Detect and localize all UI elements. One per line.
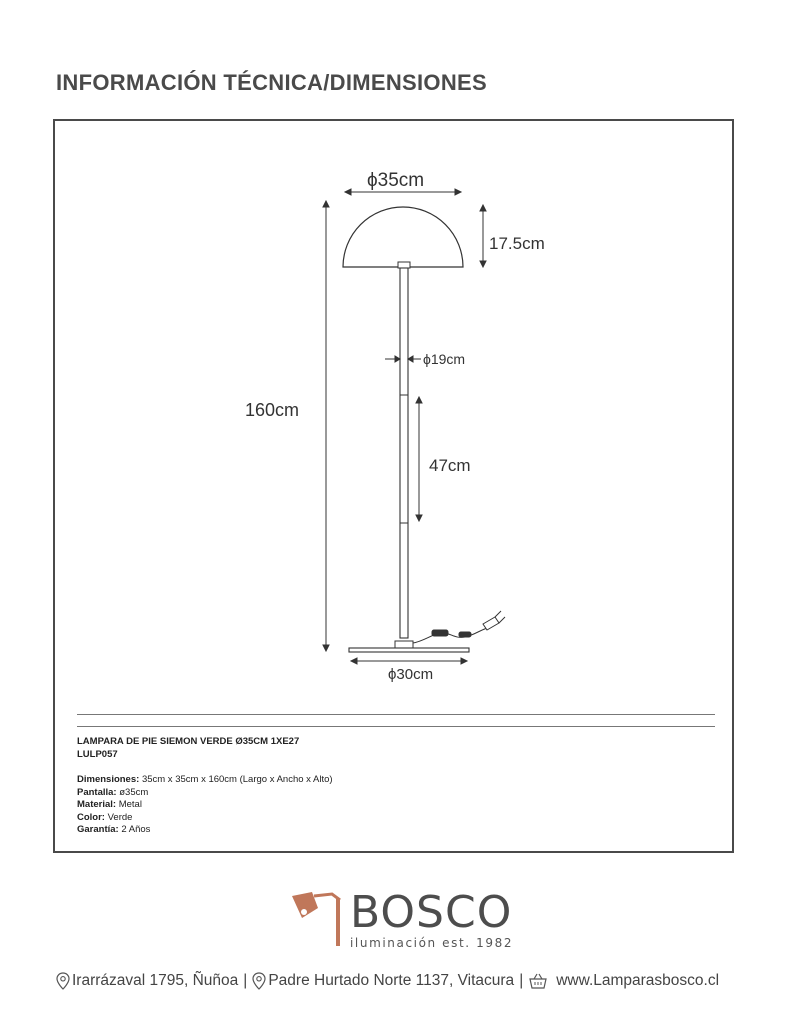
cable-switch <box>431 629 449 637</box>
footer: Irarrázaval 1795, Ñuñoa | Padre Hurtado … <box>56 972 756 990</box>
lamp-pole <box>399 267 409 639</box>
product-spec-block: LAMPARA DE PIE SIEMON VERDE Ø35CM 1XE27 … <box>77 736 333 837</box>
divider-bottom <box>77 726 715 727</box>
page-title: INFORMACIÓN TÉCNICA/DIMENSIONES <box>56 70 487 95</box>
address-nunoa: Irarrázaval 1795, Ñuñoa <box>72 972 239 989</box>
product-name: LAMPARA DE PIE SIEMON VERDE Ø35CM 1XE27 <box>77 736 300 747</box>
address-vitacura: Padre Hurtado Norte 1137, Vitacura <box>268 972 515 989</box>
spec-row-color: Color: Verde <box>77 811 133 823</box>
divider-top <box>77 714 715 715</box>
shopping-basket-icon <box>529 973 547 989</box>
spec-row-pantalla: Pantalla: ø35cm <box>77 786 149 798</box>
brand-tagline: iluminación est. 1982 <box>350 936 514 950</box>
power-cable <box>412 626 492 644</box>
lamp-logo-icon <box>292 892 341 946</box>
footer-separator: | <box>243 972 248 989</box>
brand-logo-block: BOSCO iluminación est. 1982 <box>288 888 518 954</box>
dim-shade-height: 17.5cm <box>489 234 545 253</box>
location-pin-icon <box>56 972 70 990</box>
cable-switch-2 <box>458 631 472 638</box>
product-code: LULP057 <box>77 748 118 760</box>
lamp-shade <box>342 206 464 268</box>
spec-row-garantia: Garantía: 2 Años <box>77 824 151 835</box>
dim-pole-diameter: ϕ19cm <box>423 351 465 367</box>
spec-row-dimensions: Dimensiones: 35cm x 35cm x 160cm (Largo … <box>77 774 333 785</box>
lamp-base <box>348 647 470 653</box>
footer-separator: | <box>519 972 524 989</box>
technical-drawing-frame: ϕ35cm 17.5cm 160cm ϕ19cm 47cm ϕ30cm LAMP… <box>53 119 734 853</box>
brand-name: BOSCO <box>350 887 513 938</box>
lamp-dimension-drawing: ϕ35cm 17.5cm 160cm ϕ19cm 47cm ϕ30cm <box>245 170 545 683</box>
shade-socket <box>397 261 411 269</box>
dim-total-height: 160cm <box>245 400 299 420</box>
location-pin-icon <box>252 972 266 990</box>
spec-row-material: Material: Metal <box>77 799 142 810</box>
dim-shade-diameter: ϕ35cm <box>367 170 424 191</box>
power-plug <box>482 616 500 631</box>
dim-pole-segment: 47cm <box>429 456 471 475</box>
base-collar <box>394 640 414 648</box>
website-link[interactable]: www.Lamparasbosco.cl <box>556 972 720 989</box>
dim-base-diameter: ϕ30cm <box>388 666 433 683</box>
